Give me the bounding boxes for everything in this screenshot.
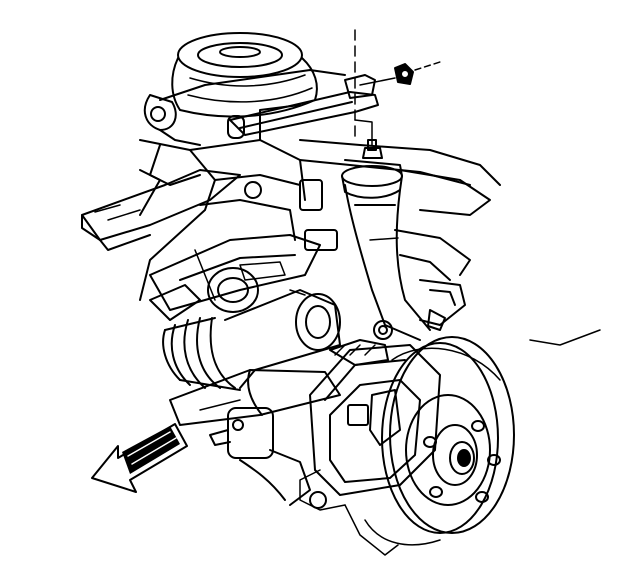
brake-rotor bbox=[365, 337, 514, 545]
steering-knuckle bbox=[345, 185, 445, 340]
brake-caliper bbox=[300, 340, 440, 555]
tie-rod bbox=[170, 370, 340, 505]
lower-crossmember bbox=[140, 105, 337, 300]
upper-control-arm bbox=[228, 75, 395, 138]
shock-tower bbox=[145, 33, 345, 145]
upper-ball-joint bbox=[342, 120, 402, 198]
front-direction-arrow-icon bbox=[92, 424, 187, 492]
vehicle-frame bbox=[82, 140, 600, 345]
lower-control-arm bbox=[150, 235, 320, 312]
bolt-icon bbox=[355, 30, 440, 140]
